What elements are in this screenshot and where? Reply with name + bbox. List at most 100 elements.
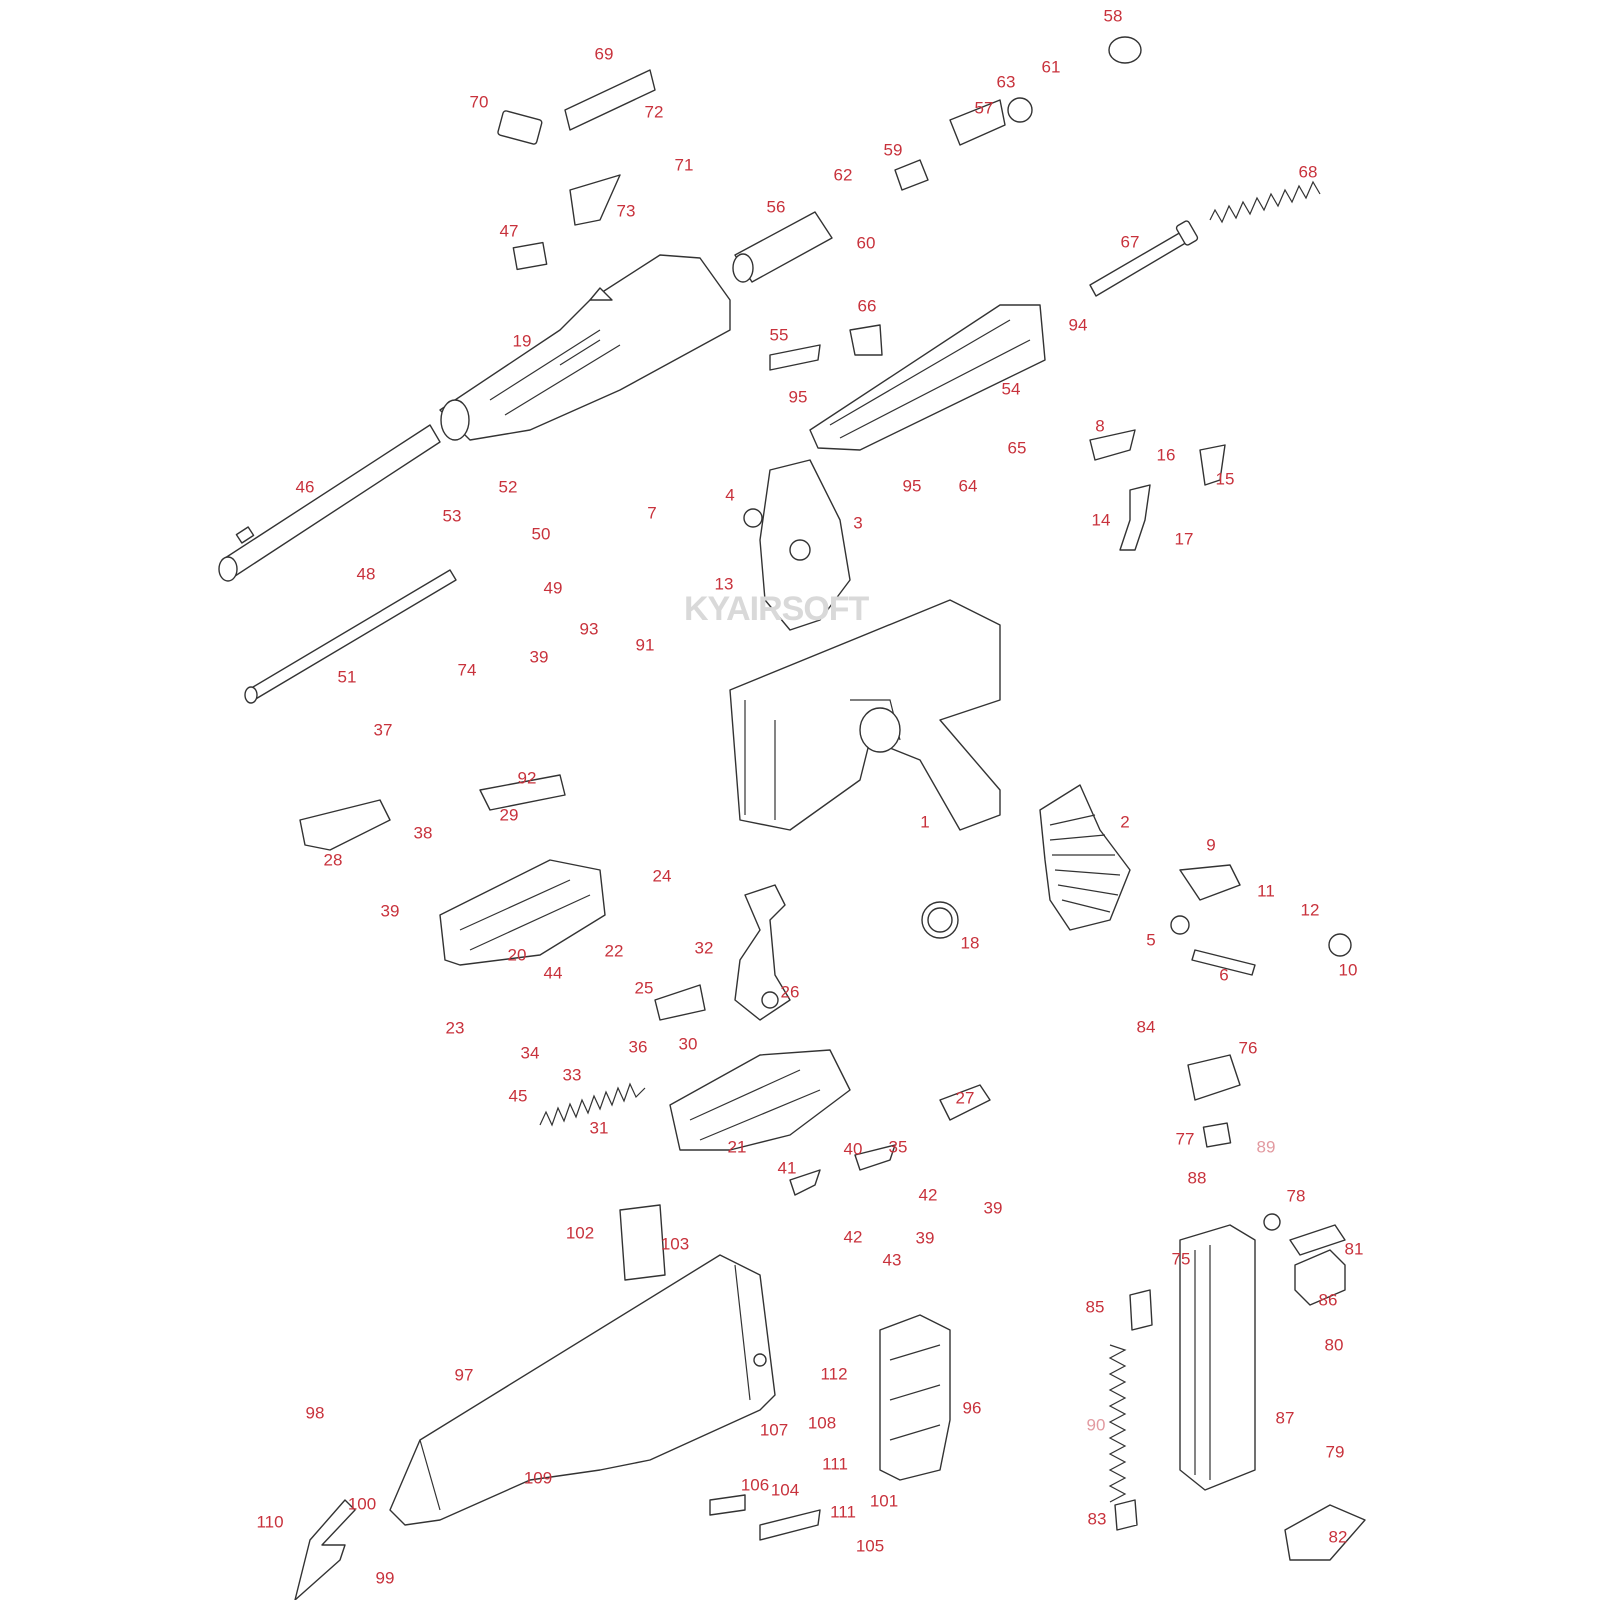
part-label: 70 bbox=[469, 92, 489, 112]
part-label: 57 bbox=[974, 98, 994, 118]
part-label: 2 bbox=[1120, 812, 1130, 832]
part-label: 39 bbox=[983, 1198, 1003, 1218]
part-label: 30 bbox=[678, 1034, 698, 1054]
part-label: 44 bbox=[543, 963, 563, 983]
part-label: 82 bbox=[1328, 1527, 1348, 1547]
part-label: 39 bbox=[529, 647, 549, 667]
part-label: 41 bbox=[777, 1158, 797, 1178]
part-label: 21 bbox=[727, 1137, 747, 1157]
part-label: 95 bbox=[902, 476, 922, 496]
part-stock-cap bbox=[879, 1314, 951, 1481]
part-label: 43 bbox=[882, 1250, 902, 1270]
part-label: 89 bbox=[1256, 1137, 1276, 1157]
part-label: 27 bbox=[955, 1088, 975, 1108]
part-label: 100 bbox=[347, 1494, 377, 1514]
part-label: 29 bbox=[499, 805, 519, 825]
part-label: 20 bbox=[507, 945, 527, 965]
part-label: 81 bbox=[1344, 1239, 1364, 1259]
part-hammer-housing bbox=[759, 459, 851, 631]
part-label: 77 bbox=[1175, 1129, 1195, 1149]
part-label: 85 bbox=[1085, 1297, 1105, 1317]
part-label: 67 bbox=[1120, 232, 1140, 252]
part-label: 93 bbox=[579, 619, 599, 639]
part-label: 3 bbox=[853, 513, 863, 533]
part-label: 107 bbox=[759, 1420, 789, 1440]
part-label: 87 bbox=[1275, 1408, 1295, 1428]
part-label: 4 bbox=[725, 485, 735, 505]
part-trigger-housing bbox=[439, 859, 606, 966]
part-label: 42 bbox=[918, 1185, 938, 1205]
part-small-components bbox=[294, 36, 1352, 1600]
part-label: 32 bbox=[694, 938, 714, 958]
part-upper-receiver bbox=[439, 254, 731, 441]
part-cylinder bbox=[732, 211, 833, 283]
part-grip-panel bbox=[1039, 784, 1131, 931]
part-recoil-spring bbox=[1209, 180, 1321, 224]
part-label: 86 bbox=[1318, 1290, 1338, 1310]
part-label: 108 bbox=[807, 1413, 837, 1433]
part-label: 71 bbox=[674, 155, 694, 175]
part-label: 45 bbox=[508, 1086, 528, 1106]
part-label: 39 bbox=[915, 1228, 935, 1248]
part-label: 9 bbox=[1206, 835, 1216, 855]
part-label: 112 bbox=[820, 1364, 848, 1384]
part-label: 46 bbox=[295, 477, 315, 497]
part-label: 36 bbox=[628, 1037, 648, 1057]
part-label: 50 bbox=[531, 524, 551, 544]
part-label: 75 bbox=[1171, 1249, 1191, 1269]
part-label: 94 bbox=[1068, 315, 1088, 335]
part-label: 28 bbox=[323, 850, 343, 870]
part-lower-housing bbox=[669, 1049, 851, 1151]
part-label: 101 bbox=[869, 1491, 899, 1511]
part-label: 111 bbox=[822, 1454, 848, 1474]
part-label: 63 bbox=[996, 72, 1016, 92]
part-label: 49 bbox=[543, 578, 563, 598]
part-label: 78 bbox=[1286, 1186, 1306, 1206]
part-label: 105 bbox=[855, 1536, 885, 1556]
part-label: 99 bbox=[375, 1568, 395, 1588]
part-label: 52 bbox=[498, 477, 518, 497]
part-label: 15 bbox=[1215, 469, 1235, 489]
part-label: 5 bbox=[1146, 930, 1156, 950]
part-label: 69 bbox=[594, 44, 614, 64]
part-label: 1 bbox=[920, 812, 930, 832]
part-label: 95 bbox=[788, 387, 808, 407]
part-label: 90 bbox=[1086, 1415, 1106, 1435]
part-label: 39 bbox=[380, 901, 400, 921]
part-label: 59 bbox=[883, 140, 903, 160]
part-label: 51 bbox=[337, 667, 357, 687]
part-label: 14 bbox=[1091, 510, 1111, 530]
part-label: 48 bbox=[356, 564, 376, 584]
part-label: 8 bbox=[1095, 416, 1105, 436]
part-label: 23 bbox=[445, 1018, 465, 1038]
part-label: 111 bbox=[830, 1502, 856, 1522]
part-label: 62 bbox=[833, 165, 853, 185]
part-hammer bbox=[734, 884, 791, 1021]
part-label: 54 bbox=[1001, 379, 1021, 399]
part-label: 65 bbox=[1007, 438, 1027, 458]
part-frame bbox=[729, 599, 1001, 831]
part-label: 33 bbox=[562, 1065, 582, 1085]
part-label: 88 bbox=[1187, 1168, 1207, 1188]
part-magazine bbox=[1179, 1224, 1256, 1491]
part-label: 55 bbox=[769, 325, 789, 345]
part-label: 40 bbox=[843, 1139, 863, 1159]
part-label: 35 bbox=[888, 1137, 908, 1157]
part-label: 6 bbox=[1219, 965, 1229, 985]
part-label: 18 bbox=[960, 933, 980, 953]
part-label: 61 bbox=[1041, 57, 1061, 77]
part-label: 98 bbox=[305, 1403, 325, 1423]
part-label: 10 bbox=[1338, 960, 1358, 980]
part-magazine-spring bbox=[1108, 1344, 1127, 1503]
part-label: 72 bbox=[644, 102, 664, 122]
part-label: 17 bbox=[1174, 529, 1194, 549]
part-label: 22 bbox=[604, 941, 624, 961]
part-label: 68 bbox=[1298, 162, 1318, 182]
part-label: 92 bbox=[517, 768, 537, 788]
part-bolt bbox=[809, 304, 1046, 451]
part-label: 91 bbox=[635, 635, 655, 655]
part-label: 83 bbox=[1087, 1509, 1107, 1529]
part-label: 106 bbox=[740, 1475, 770, 1495]
part-label: 84 bbox=[1136, 1017, 1156, 1037]
